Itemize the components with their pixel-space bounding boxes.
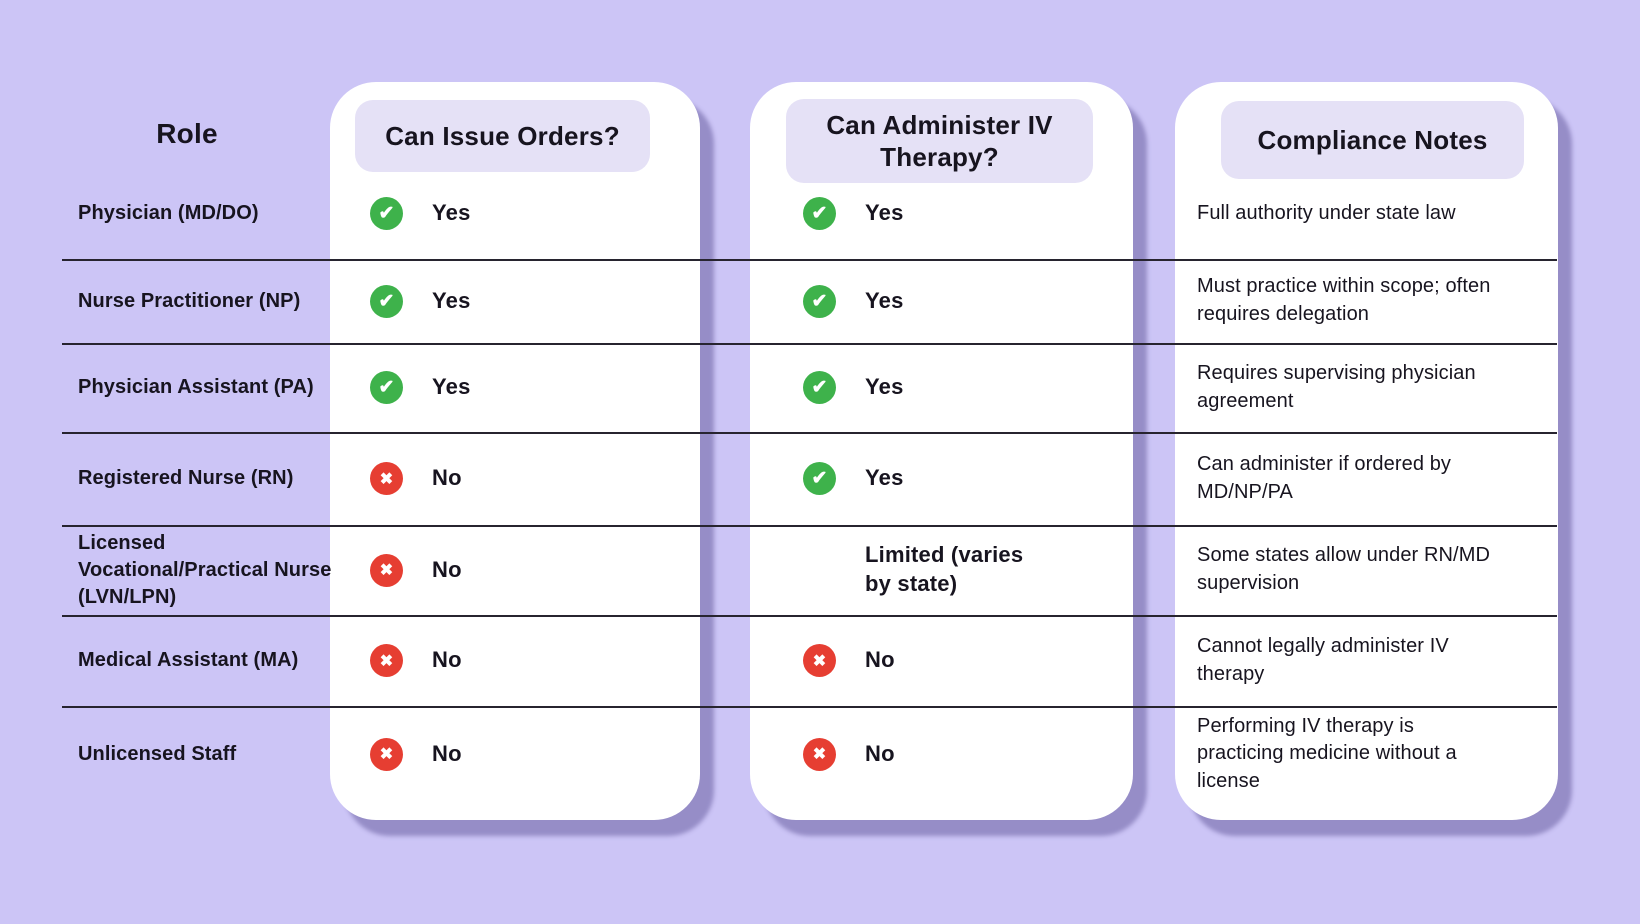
status-label: Yes bbox=[865, 200, 904, 226]
table-row-role: Physician (MD/DO) bbox=[78, 168, 340, 259]
status-cell-iv: Yes bbox=[803, 432, 1113, 525]
compliance-note: Can administer if ordered by MD/NP/PA bbox=[1197, 452, 1452, 503]
row-divider bbox=[62, 615, 1557, 617]
role-column-header: Role bbox=[62, 103, 312, 165]
row-divider bbox=[62, 706, 1557, 708]
status-cell-issue: No bbox=[370, 525, 670, 615]
status-label: Yes bbox=[432, 200, 471, 226]
row-divider bbox=[62, 259, 1557, 261]
table-row-role: Unlicensed Staff bbox=[78, 706, 340, 802]
status-cell-iv: No bbox=[803, 615, 1113, 706]
row-divider bbox=[62, 525, 1557, 527]
check-icon bbox=[803, 197, 836, 230]
table-row-role: Registered Nurse (RN) bbox=[78, 432, 340, 525]
table-row-role: Licensed Vocational/Practical Nurse (LVN… bbox=[78, 525, 340, 615]
row-divider bbox=[62, 343, 1557, 345]
note-cell: Cannot legally administer IV therapy bbox=[1197, 615, 1507, 706]
note-cell: Can administer if ordered by MD/NP/PA bbox=[1197, 432, 1507, 525]
cross-icon bbox=[803, 644, 836, 677]
status-cell-issue: Yes bbox=[370, 168, 670, 259]
cross-icon bbox=[370, 644, 403, 677]
compliance-note: Some states allow under RN/MD supervisio… bbox=[1197, 544, 1491, 594]
column-header-label: Can Administer IV Therapy? bbox=[826, 109, 1053, 173]
cross-icon bbox=[370, 462, 403, 495]
status-cell-issue: No bbox=[370, 706, 670, 802]
column-header-label: Can Issue Orders? bbox=[385, 120, 620, 151]
note-cell: Performing IV therapy is practicing medi… bbox=[1197, 706, 1507, 802]
check-icon bbox=[803, 284, 836, 318]
status-cell-issue: No bbox=[370, 615, 670, 706]
status-cell-iv: Limited (varies by state) bbox=[803, 525, 1113, 615]
table-row-role: Medical Assistant (MA) bbox=[78, 615, 340, 706]
compliance-note: Full authority under state law bbox=[1197, 201, 1456, 224]
compliance-note: Requires supervising physician agreement bbox=[1197, 361, 1476, 412]
note-cell: Requires supervising physician agreement bbox=[1197, 343, 1507, 432]
status-label: No bbox=[865, 740, 895, 766]
role-label: Physician Assistant (PA) bbox=[78, 376, 314, 398]
status-label: Yes bbox=[865, 287, 904, 313]
status-label: No bbox=[865, 647, 895, 673]
role-label: Unlicensed Staff bbox=[78, 742, 237, 765]
status-cell-issue: No bbox=[370, 432, 670, 525]
cross-icon bbox=[803, 737, 836, 771]
role-header-label: Role bbox=[156, 118, 218, 149]
status-cell-issue: Yes bbox=[370, 343, 670, 432]
status-label: Yes bbox=[432, 374, 471, 400]
status-label: Yes bbox=[865, 374, 904, 400]
check-icon bbox=[803, 462, 836, 495]
check-icon bbox=[370, 197, 403, 230]
status-cell-iv: No bbox=[803, 706, 1113, 802]
role-label: Registered Nurse (RN) bbox=[78, 467, 294, 489]
column-header-label: Compliance Notes bbox=[1257, 124, 1488, 155]
role-label: Licensed Vocational/Practical Nurse (LVN… bbox=[78, 531, 332, 608]
compliance-note: Cannot legally administer IV therapy bbox=[1197, 634, 1449, 685]
status-label: No bbox=[432, 647, 462, 673]
status-label: No bbox=[432, 465, 462, 491]
status-label: Limited (varies by state) bbox=[865, 542, 1024, 596]
column-header-can-issue-orders: Can Issue Orders? bbox=[355, 100, 650, 172]
table-row-role: Nurse Practitioner (NP) bbox=[78, 259, 340, 343]
note-cell: Must practice within scope; often requir… bbox=[1197, 259, 1507, 343]
role-label: Medical Assistant (MA) bbox=[78, 649, 299, 671]
note-cell: Some states allow under RN/MD supervisio… bbox=[1197, 525, 1507, 615]
status-label: Yes bbox=[865, 465, 904, 491]
status-label: Yes bbox=[432, 287, 471, 313]
cross-icon bbox=[370, 737, 403, 771]
compliance-note: Must practice within scope; often requir… bbox=[1197, 275, 1491, 325]
status-label: No bbox=[432, 556, 462, 582]
status-cell-iv: Yes bbox=[803, 343, 1113, 432]
status-cell-iv: Yes bbox=[803, 168, 1113, 259]
check-icon bbox=[803, 371, 836, 404]
note-cell: Full authority under state law bbox=[1197, 168, 1507, 259]
check-icon bbox=[370, 371, 403, 404]
role-label: Nurse Practitioner (NP) bbox=[78, 289, 301, 312]
column-header-compliance-notes: Compliance Notes bbox=[1221, 101, 1524, 179]
compliance-note: Performing IV therapy is practicing medi… bbox=[1197, 714, 1457, 792]
check-icon bbox=[370, 284, 403, 318]
status-cell-iv: Yes bbox=[803, 259, 1113, 343]
column-header-can-administer-iv: Can Administer IV Therapy? bbox=[786, 99, 1093, 183]
status-cell-issue: Yes bbox=[370, 259, 670, 343]
row-divider bbox=[62, 432, 1557, 434]
role-label: Physician (MD/DO) bbox=[78, 202, 259, 224]
cross-icon bbox=[370, 553, 403, 587]
card-compliance-notes bbox=[1175, 82, 1558, 820]
status-label: No bbox=[432, 740, 462, 766]
table-row-role: Physician Assistant (PA) bbox=[78, 343, 340, 432]
